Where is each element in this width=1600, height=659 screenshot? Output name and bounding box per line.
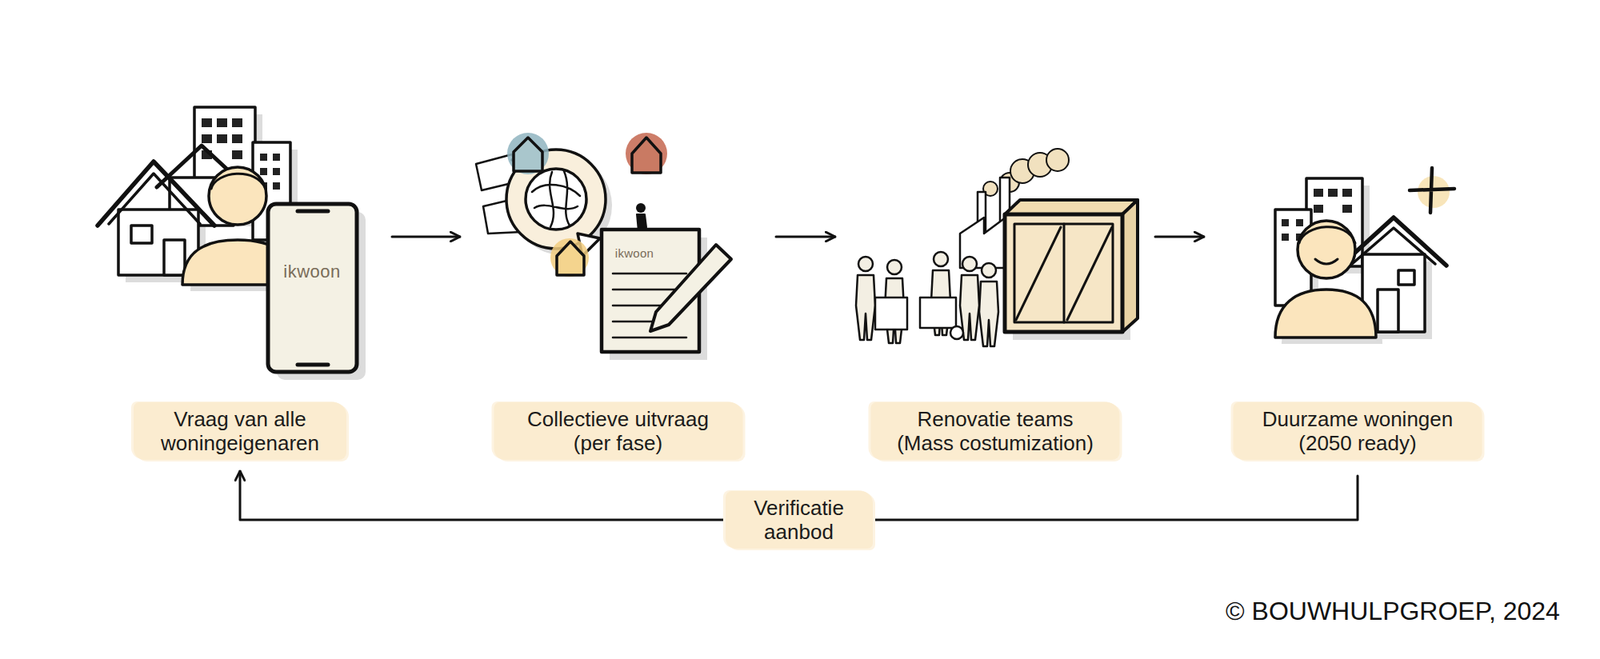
worker-figure [856,256,876,340]
factory-illustration [1016,224,1112,323]
tender-illustration [550,238,589,277]
factory-illustration [856,148,1138,347]
flow-arrow [1155,236,1204,239]
homeowners-illustration [131,225,152,244]
windows [201,118,212,128]
factory-illustration [875,297,908,330]
factory-illustration [950,326,964,340]
sustainable-homes-illustration [1377,289,1399,332]
flow-arrow [776,236,836,239]
windows [272,182,280,190]
copyright-watermark: © BOUWHULPGROEP, 2024 [1225,596,1560,627]
step-label: Renovatie teams (Mass costumization) [893,407,1098,456]
tender-illustration [525,168,587,230]
windows [273,182,281,190]
homeowners-illustration [97,107,366,380]
smoke [983,148,1069,196]
highlight-band: Vraag van alle woningeigenaren [133,402,347,460]
tender-illustration [513,137,543,172]
highlight-band: Renovatie teams (Mass costumization) [871,402,1120,460]
homeowners-illustration [108,173,200,224]
homeowners-illustration [208,167,267,225]
factory-illustration [920,297,956,328]
homeowners-illustration [211,173,266,189]
process-step: Renovatie teams (Mass costumization) [843,104,1148,460]
homeowners-illustration [268,204,357,372]
tender-illustration [507,132,549,175]
windows [272,168,280,176]
sustainable-homes-illustration [1417,176,1450,208]
factory-illustration [1014,224,1113,323]
sustainable-homes-illustration [1315,259,1338,264]
windows [260,168,268,176]
windows [1313,204,1324,213]
factory-illustration [1004,200,1138,215]
homeowners-illustration [97,161,215,226]
windows [273,153,281,161]
windows [260,153,268,161]
tender-illustration [650,244,732,332]
sustainable-homes-illustration [1297,220,1356,279]
step-label: Collectieve uitvraag (per fase) [516,407,720,456]
worker-figure [979,263,999,347]
sustainable-homes-illustration [1299,227,1356,244]
windows [1296,219,1304,227]
windows [232,150,243,160]
homeowners-illustration [164,240,185,276]
tender-illustration [532,171,580,228]
worker-figure [960,256,980,340]
sustainable-homes-illustration [1352,228,1436,264]
windows [232,118,243,128]
windows [1313,188,1352,213]
factory-illustration [1004,214,1123,332]
highlight-band: Collectieve uitvraag (per fase) [493,402,743,460]
windows [1281,233,1289,241]
windows [1342,188,1352,197]
sustainable-homes-illustration [1409,168,1455,213]
windows [272,153,280,161]
edge-label: Verificatie aanbod [725,491,873,549]
windows [1313,188,1324,197]
step-label: Duurzame woningen (2050 ready) [1256,407,1460,456]
process-step: Vraag van alle woningeigenaren [96,104,384,460]
process-step: Duurzame woningen (2050 ready) [1212,104,1504,460]
windows [260,153,268,161]
windows [216,134,228,144]
step-label: Vraag van alle woningeigenaren [156,407,324,456]
windows [1281,219,1289,227]
windows [216,118,228,128]
sustainable-homes-illustration [1398,270,1415,285]
tender-illustration [632,137,661,173]
highlight-band: Duurzame woningen (2050 ready) [1233,402,1483,460]
homeowners-illustration [297,211,328,365]
sustainable-homes-illustration [1275,289,1376,338]
windows [201,134,212,144]
logo-text: ikwoon [283,261,340,283]
flow-arrow [392,236,460,239]
process-step: Collectieve uitvraag (per fase) [468,104,768,460]
sustainable-homes-illustration [1275,168,1455,344]
windows [1342,204,1352,213]
windows [232,134,243,144]
logo-text: ikwoon [615,246,655,260]
sustainable-homes-illustration [1340,217,1447,266]
windows [273,168,281,176]
tender-illustration [636,203,646,213]
tender-illustration [625,132,668,175]
tender-illustration [556,241,584,276]
smoke [1046,148,1069,172]
tender-illustration [476,132,732,360]
windows [260,168,268,176]
windows [1328,188,1338,197]
factory-illustration [1122,200,1138,332]
